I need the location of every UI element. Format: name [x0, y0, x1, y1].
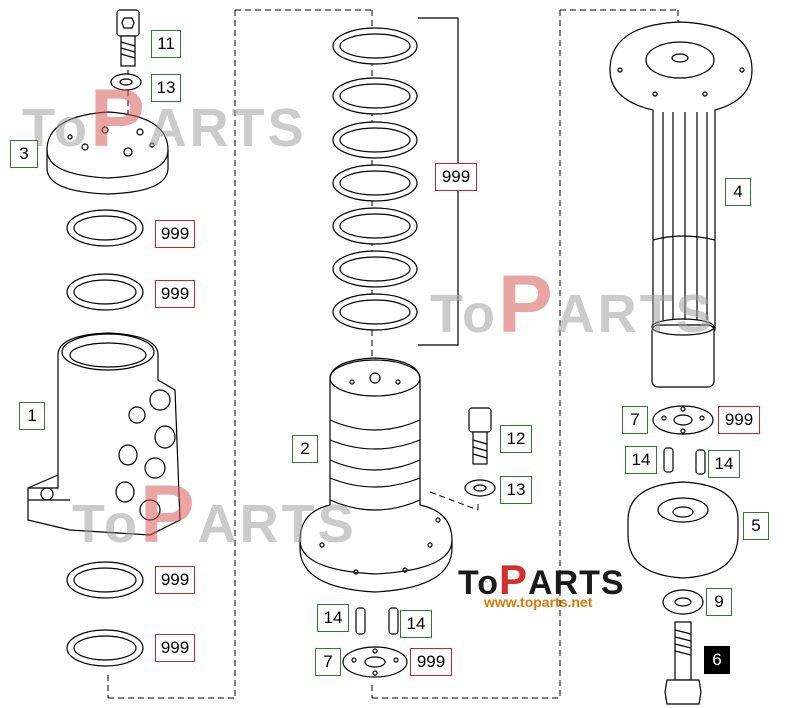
- logo-prefix: To: [458, 564, 500, 602]
- part-4-lever-assembly: [609, 21, 753, 388]
- watermark-middle-right: ToPARTS: [430, 258, 715, 352]
- toparts-logo: ToPARTS: [458, 556, 625, 604]
- callout-1: 1: [19, 402, 45, 430]
- watermark-big-letter: P: [139, 469, 198, 560]
- logo-suffix: ARTS: [528, 564, 625, 602]
- callout-2: 2: [292, 435, 318, 463]
- right-pins: [663, 447, 706, 475]
- watermark-big-letter: P: [89, 73, 148, 164]
- part-11-screw: [116, 9, 140, 67]
- callout-11: 11: [151, 30, 181, 58]
- callout-999-middle-stack: 999: [435, 163, 477, 191]
- callout-7-middle: 7: [315, 648, 341, 676]
- right-plate-7: [652, 405, 714, 435]
- part-3-cover: [46, 111, 169, 195]
- callout-999-right: 999: [718, 406, 760, 434]
- callout-14-middle-right: 14: [400, 610, 432, 638]
- logo-url: www.toparts.net: [484, 594, 593, 610]
- callout-5: 5: [743, 512, 769, 540]
- middle-pins: [355, 607, 399, 635]
- callout-12: 12: [500, 425, 532, 453]
- logo-big-letter: P: [499, 556, 529, 603]
- callout-3: 3: [10, 140, 38, 168]
- part-2-spool-housing: [299, 357, 453, 593]
- callout-4: 4: [725, 178, 751, 206]
- watermark-suffix: ARTS: [555, 284, 715, 344]
- watermark-suffix: ARTS: [197, 494, 357, 554]
- part-13-washer-middle: [464, 479, 496, 497]
- watermark-top-left: ToPARTS: [22, 72, 307, 166]
- middle-orings-stack: [332, 27, 418, 331]
- middle-plate-7: [342, 646, 408, 678]
- callout-999-left-1: 999: [155, 220, 195, 248]
- part-12-screw: [468, 407, 492, 465]
- part-1-valve-body: [27, 332, 181, 536]
- callout-999-left-4: 999: [155, 634, 195, 662]
- callout-7-right: 7: [622, 406, 648, 434]
- watermark-prefix: To: [72, 494, 140, 554]
- part-5-cover: [627, 481, 739, 579]
- callout-14-middle-left: 14: [317, 604, 349, 632]
- callout-14-right-left: 14: [625, 446, 657, 474]
- watermark-suffix: ARTS: [147, 98, 307, 158]
- callout-999-left-2: 999: [155, 280, 195, 308]
- callout-999-left-3: 999: [155, 566, 195, 594]
- watermark-big-letter: P: [497, 259, 556, 350]
- part-6-bolt: [664, 621, 702, 705]
- callout-13-top: 13: [151, 74, 181, 102]
- left-orings-upper: [66, 209, 144, 311]
- callout-14-right-right: 14: [708, 450, 740, 478]
- part-9-washer: [662, 589, 704, 615]
- watermark-bottom-left: ToPARTS: [72, 468, 357, 562]
- callout-999-middle-bottom: 999: [410, 648, 452, 676]
- callout-9: 9: [706, 588, 732, 616]
- left-orings-lower: [66, 561, 144, 667]
- part-13-washer-top: [110, 73, 142, 91]
- watermark-prefix: To: [430, 284, 498, 344]
- callout-13-middle: 13: [500, 476, 532, 504]
- callout-6: 6: [704, 646, 730, 674]
